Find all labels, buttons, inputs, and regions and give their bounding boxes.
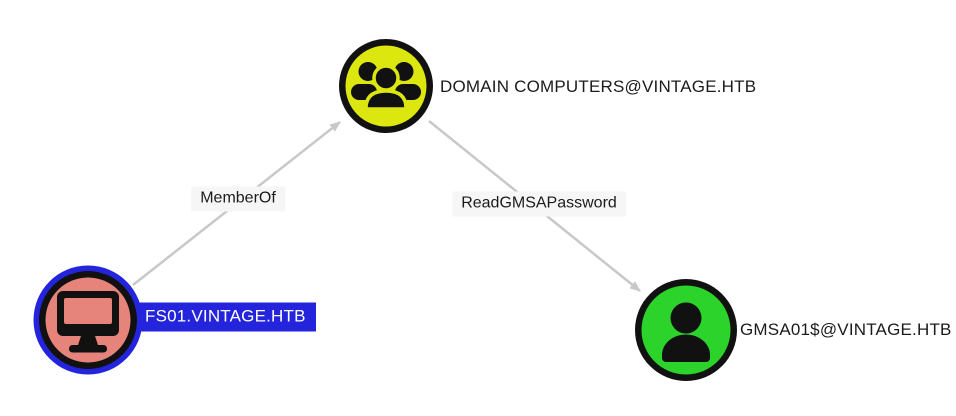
node-label-domain-computers[interactable]: DOMAIN COMPUTERS@VINTAGE.HTB	[440, 77, 757, 96]
computer-icon	[57, 291, 119, 353]
user-icon	[662, 302, 710, 362]
node-label-gmsa01[interactable]: GMSA01$@VINTAGE.HTB	[740, 320, 952, 339]
node-computer-fs01[interactable]	[33, 265, 143, 375]
node-label-fs01[interactable]: FS01.VINTAGE.HTB	[137, 302, 316, 332]
node-group-domain-computers[interactable]	[338, 38, 434, 134]
edge-label-readgmsapassword[interactable]: ReadGMSAPassword	[452, 191, 626, 217]
users-icon	[351, 62, 421, 111]
edge-label-memberof[interactable]: MemberOf	[191, 186, 285, 212]
node-user-gmsa01[interactable]	[634, 278, 738, 382]
